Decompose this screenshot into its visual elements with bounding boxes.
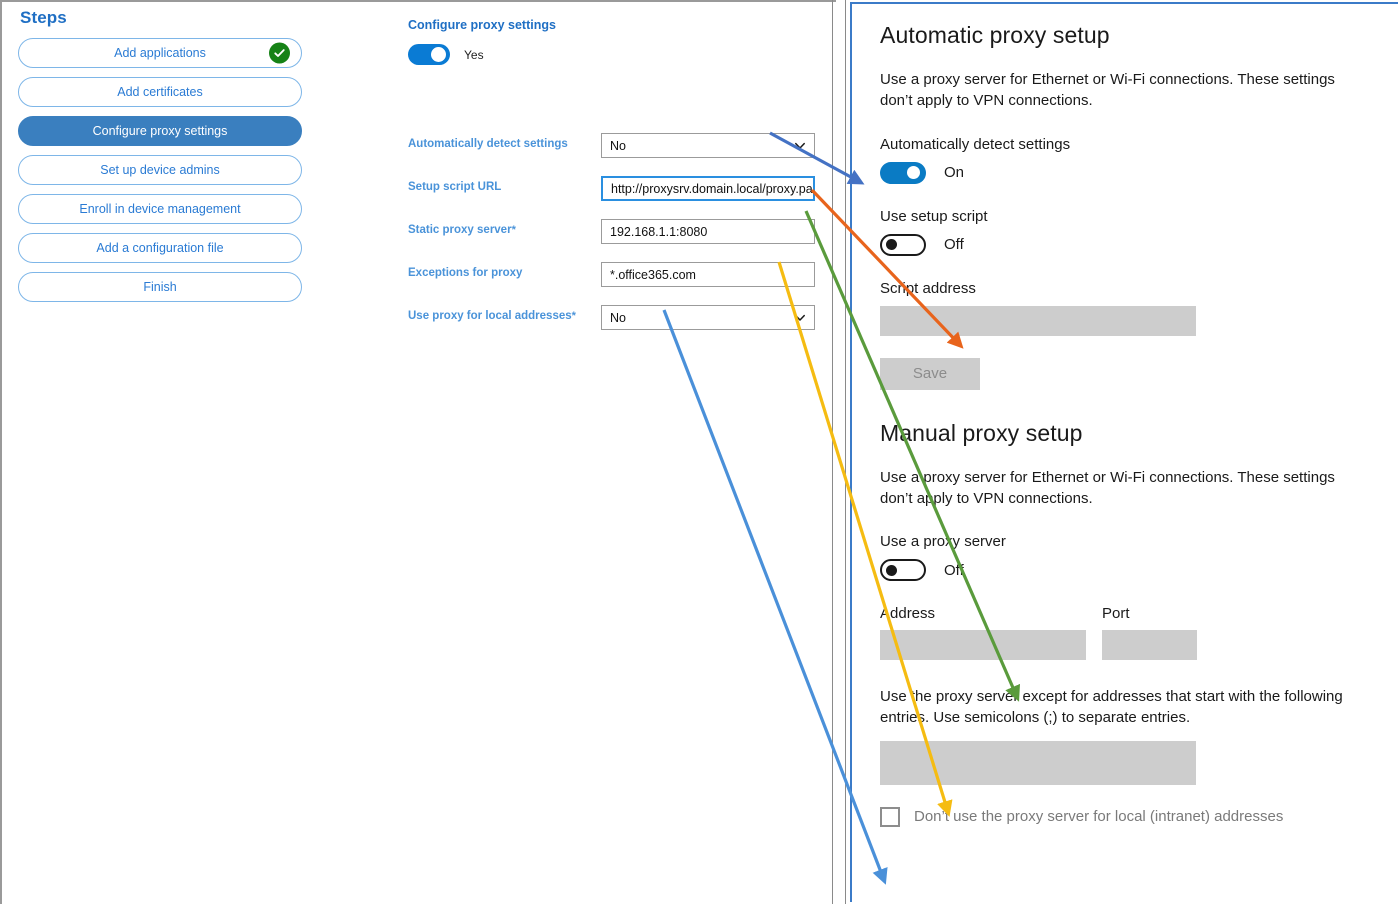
exceptions-description: Use the proxy server except for addresse… [880, 688, 1343, 727]
address-group: Address [880, 605, 1086, 661]
toggle-knob [886, 564, 897, 576]
step-label: Set up device admins [100, 163, 220, 177]
step-label: Finish [143, 280, 177, 294]
steps-panel: Steps Add applications Add certificates … [18, 8, 302, 311]
configure-proxy-toggle[interactable] [408, 44, 450, 65]
input-value: *.office365.com [610, 267, 696, 282]
sidebar-item-enroll-in-device-management[interactable]: Enroll in device management [18, 194, 302, 224]
step-label: Enroll in device management [79, 202, 241, 216]
field-label: Automatically detect settings [408, 138, 568, 150]
automatically-detect-settings-select[interactable]: No [601, 133, 815, 158]
field-static-proxy-server: Static proxy server* 192.168.1.1:8080 [408, 219, 828, 245]
step-label: Add applications [114, 46, 206, 60]
field-label: Exceptions for proxy [408, 267, 523, 279]
check-circle-icon [269, 42, 290, 64]
port-label: Port [1102, 605, 1130, 623]
toggle-knob [431, 47, 446, 62]
select-value: No [610, 138, 626, 153]
use-setup-script-label: Use setup script [880, 207, 988, 225]
script-address-label: Script address [880, 279, 976, 297]
proxy-form-panel: Configure proxy settings Yes Automatical… [408, 18, 828, 330]
script-address-input[interactable] [880, 305, 1196, 336]
port-input[interactable] [1102, 630, 1197, 661]
use-a-proxy-server-toggle[interactable] [880, 559, 926, 582]
exceptions-input[interactable] [880, 740, 1196, 785]
exceptions-for-proxy-input[interactable]: *.office365.com [601, 262, 815, 287]
field-label: Use proxy for local addresses* [408, 310, 576, 322]
auto-detect-settings-row: On [880, 161, 1370, 184]
setup-script-url-input[interactable]: http://proxysrv.domain.local/proxy.pa [601, 176, 815, 201]
address-input[interactable] [880, 630, 1086, 661]
use-a-proxy-server-label: Use a proxy server [880, 533, 1006, 551]
use-setup-script-toggle[interactable] [880, 233, 926, 256]
chevron-down-icon [794, 140, 806, 152]
toggle-knob [907, 166, 920, 180]
address-label: Address [880, 605, 936, 623]
toggle-knob [886, 239, 897, 251]
panel-divider-right [845, 0, 846, 904]
auto-detect-settings-toggle[interactable] [880, 161, 926, 184]
configure-proxy-toggle-row: Yes [408, 44, 828, 65]
sidebar-item-finish[interactable]: Finish [18, 272, 302, 302]
bypass-local-label: Don’t use the proxy server for local (in… [914, 808, 1284, 826]
manual-proxy-description: Use a proxy server for Ethernet or Wi-Fi… [880, 468, 1335, 507]
input-value: 192.168.1.1:8080 [610, 224, 708, 239]
port-group: Port [1102, 605, 1197, 661]
field-label: Setup script URL [408, 181, 502, 193]
bypass-local-row: Don’t use the proxy server for local (in… [880, 806, 1370, 827]
steps-title: Steps [20, 8, 67, 27]
field-setup-script-url: Setup script URL http://proxysrv.domain.… [408, 176, 828, 202]
static-proxy-server-input[interactable]: 192.168.1.1:8080 [601, 219, 815, 244]
use-a-proxy-server-row: Off [880, 559, 1370, 582]
panel-divider-left [832, 0, 833, 904]
sidebar-item-set-up-device-admins[interactable]: Set up device admins [18, 155, 302, 185]
form-heading: Configure proxy settings [408, 18, 556, 32]
automatic-proxy-description: Use a proxy server for Ethernet or Wi-Fi… [880, 71, 1335, 110]
auto-detect-settings-label: Automatically detect settings [880, 135, 1071, 153]
frame-top-border [0, 0, 836, 2]
field-use-proxy-for-local-addresses: Use proxy for local addresses* No [408, 305, 828, 331]
auto-detect-settings-state: On [944, 164, 965, 182]
address-port-row: Address Port [880, 605, 1370, 661]
field-label: Static proxy server* [408, 224, 516, 236]
field-exceptions-for-proxy: Exceptions for proxy *.office365.com [408, 262, 828, 288]
sidebar-item-add-a-configuration-file[interactable]: Add a configuration file [18, 233, 302, 263]
frame-left-border [0, 0, 2, 904]
input-value: http://proxysrv.domain.local/proxy.pa [611, 181, 813, 196]
sidebar-item-add-applications[interactable]: Add applications [18, 38, 302, 68]
windows-proxy-settings-panel: Automatic proxy setup Use a proxy server… [850, 2, 1398, 902]
step-label: Configure proxy settings [92, 124, 228, 138]
use-setup-script-row: Off [880, 233, 1370, 256]
sidebar-item-configure-proxy-settings[interactable]: Configure proxy settings [18, 116, 302, 146]
use-setup-script-state: Off [944, 236, 964, 254]
use-proxy-for-local-addresses-select[interactable]: No [601, 305, 815, 330]
use-a-proxy-server-state: Off [944, 561, 964, 579]
select-value: No [610, 310, 626, 325]
manual-proxy-setup-heading: Manual proxy setup [880, 419, 1083, 446]
field-automatically-detect-settings: Automatically detect settings No [408, 133, 828, 159]
step-label: Add a configuration file [96, 241, 224, 255]
sidebar-item-add-certificates[interactable]: Add certificates [18, 77, 302, 107]
save-button[interactable]: Save [880, 357, 980, 390]
bypass-local-checkbox[interactable] [880, 806, 900, 827]
chevron-down-icon [794, 312, 806, 324]
step-label: Add certificates [117, 85, 203, 99]
automatic-proxy-setup-heading: Automatic proxy setup [880, 22, 1110, 48]
configure-proxy-toggle-value: Yes [464, 47, 484, 62]
